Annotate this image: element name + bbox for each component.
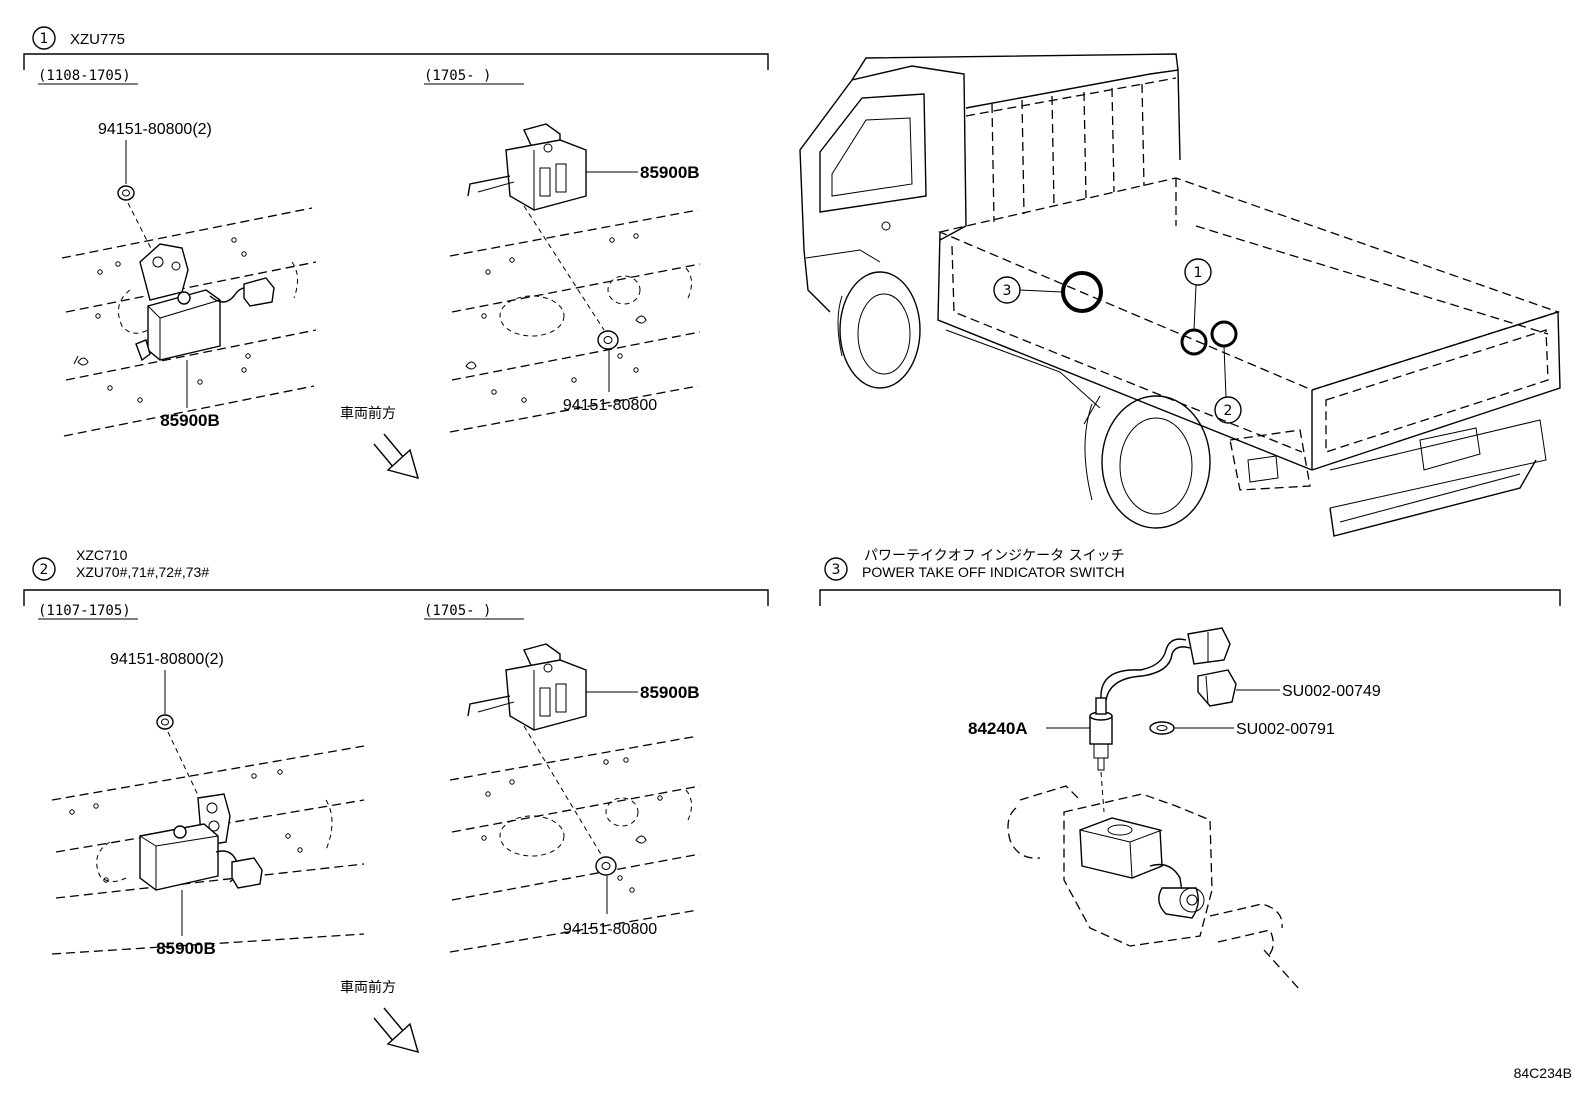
truck-callout-1: 1 [1194,265,1203,281]
section-2-right-sensor-label: 85900B [640,683,700,702]
section-2-left-sensor [139,793,263,891]
section-1-right-frame-rail [449,209,701,433]
section-3-connector-label: SU002-00749 [1282,683,1381,700]
truck-callout-2-circle [1214,396,1242,424]
section-1-left-nut [117,185,135,201]
section-2-left-period: (1107-1705) [38,603,131,619]
section-1-front-arrow-icon [373,433,420,479]
section-1-left-sensor-label: 85900B [160,411,220,430]
section-1-left-sensor [135,243,275,362]
section-1-number: 1 [40,31,49,47]
section-1-left-period: (1108-1705) [38,68,131,84]
section-2-number-circle [32,557,56,581]
truck-callout-3: 3 [1003,283,1012,299]
callout-3-location-marker [1061,271,1103,313]
section-3-title-jp: パワーテイクオフ インジケータ スイッチ [864,548,1125,564]
section-2-model-line1: XZC710 [76,547,128,563]
section-2: 2 XZC710 XZU70#,71#,72#,73# (1107-1705) … [23,547,769,1053]
section-3-indicator-switch [1089,627,1231,771]
section-3-gasket [1149,721,1175,735]
section-2-right-nut [595,856,617,876]
section-3-pto-housing [1007,785,1301,991]
callout-1-location-marker [1180,328,1208,356]
section-2-nut-qty-label: 94151-80800(2) [110,651,224,668]
section-2-number: 2 [40,562,49,578]
section-3-switch-label: 84240A [968,719,1028,738]
section-3-gasket-label: SU002-00791 [1236,721,1335,738]
section-3-connector-clamp [1197,669,1237,707]
section-1-right-period: (1705- ) [424,68,491,84]
section-1-right-nut-label: 94151-80800 [563,397,657,414]
truck-callout-1-circle [1184,258,1212,286]
section-1-front-label: 車両前方 [340,405,396,422]
section-1-model: XZU775 [70,31,125,48]
section-1-bracket [23,53,769,70]
section-2-front-arrow-icon [373,1007,420,1053]
section-1-left-frame-rail [61,207,317,437]
callout-2-location-marker [1210,320,1238,348]
section-2-model-line2: XZU70#,71#,72#,73# [76,564,209,580]
section-3-title-en: POWER TAKE OFF INDICATOR SWITCH [862,564,1125,580]
section-1-right-sensor [467,123,587,211]
truck-illustration: 3 1 2 [799,53,1561,537]
section-3-bracket [819,589,1561,606]
section-3: 3 パワーテイクオフ インジケータ スイッチ POWER TAKE OFF IN… [819,548,1561,991]
figure-id: 84C234B [1514,1065,1572,1081]
section-2-left-nut [156,714,174,730]
section-2-right-frame-rail [449,735,701,953]
section-1-nut-qty-label: 94151-80800(2) [98,121,212,138]
section-2-right-period: (1705- ) [424,603,491,619]
section-1: 1 XZU775 (1108-1705) (1705- ) 94151-8080… [23,26,769,479]
section-1-number-circle [32,26,56,50]
section-2-left-sensor-label: 85900B [156,939,216,958]
section-3-number-circle [824,557,848,581]
section-2-right-sensor [467,643,587,731]
truck-callout-2: 2 [1224,403,1233,419]
section-3-number: 3 [832,562,841,578]
section-1-right-sensor-label: 85900B [640,163,700,182]
section-1-right-nut [597,330,619,350]
section-2-bracket [23,589,769,606]
section-2-front-label: 車両前方 [340,979,396,996]
section-2-right-nut-label: 94151-80800 [563,921,657,938]
